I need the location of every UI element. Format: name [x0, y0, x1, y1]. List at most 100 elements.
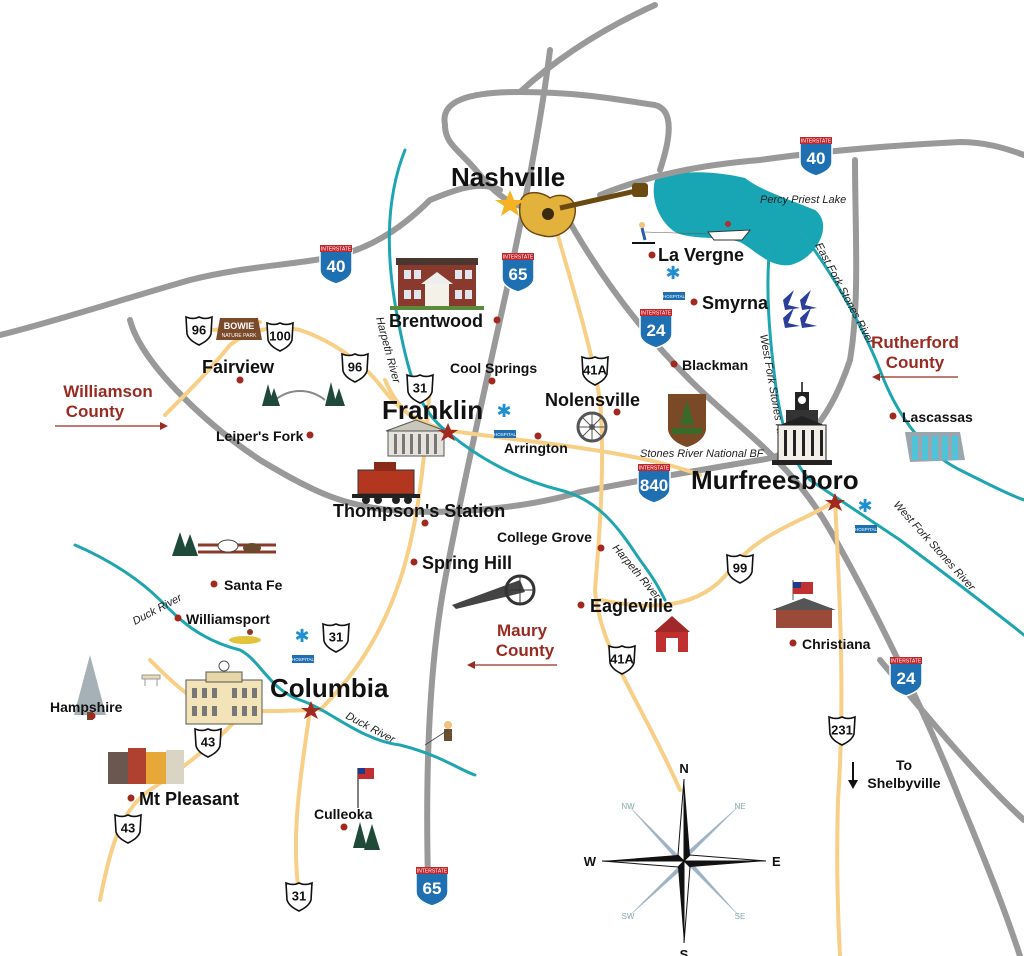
county-label-williamson: Williamson County [55, 382, 168, 430]
svg-text:✱: ✱ [857, 496, 872, 517]
city-dot [789, 639, 797, 647]
star-icon [438, 423, 458, 441]
city-dot [410, 558, 418, 566]
svg-text:✱: ✱ [665, 263, 680, 284]
county-label-line: Rutherford [871, 333, 959, 352]
compass-ne: NE [734, 802, 745, 811]
interstate-shield-40: INTERSTATE 40 [799, 137, 833, 177]
us-route-number: 96 [348, 360, 362, 375]
us-route-shield-99: 99 [726, 553, 754, 584]
interstate-shield-header: INTERSTATE [417, 869, 448, 875]
city-markers [88, 251, 897, 831]
county-label-line: Williamson [63, 382, 153, 401]
us-route-shield-100: 100 [266, 321, 294, 352]
us-route-number: 31 [329, 630, 343, 645]
house-icon [390, 258, 484, 310]
city-label-nashville: Nashville [451, 162, 565, 192]
west-fork-stones-river [766, 243, 1024, 637]
county-label-line: Maury [497, 621, 548, 640]
city-label-brentwood: Brentwood [389, 311, 483, 331]
boat-icon [707, 221, 752, 241]
city-label-hampshire: Hampshire [50, 699, 123, 715]
city-label-lascassas: Lascassas [902, 409, 973, 425]
flag-icon [357, 768, 374, 808]
star-icon [495, 190, 525, 216]
clock-tower-icon [772, 382, 832, 465]
star-icon [301, 701, 321, 719]
us-route-road [293, 708, 312, 902]
us-route-road [163, 326, 447, 432]
barn-icon [654, 616, 690, 652]
us-route-number: 100 [269, 329, 291, 344]
us-route-shield-43: 43 [114, 813, 142, 844]
waterskier-icon [632, 222, 709, 244]
compass-se: SE [735, 912, 746, 921]
christiana-building-icon [772, 580, 836, 628]
city-dot [210, 580, 218, 588]
us-route-road [553, 223, 682, 792]
guitar-icon [518, 183, 648, 238]
us-route-shield-31: 31 [322, 622, 350, 653]
us-route-number: 96 [192, 323, 206, 338]
city-dot [88, 712, 96, 720]
east-fork-stones-river [798, 228, 1024, 502]
bench-icon [141, 674, 161, 686]
dam-icon [905, 432, 965, 462]
hospital-icon: ✱ HOSPITAL [663, 263, 685, 300]
interstate-shield-header: INTERSTATE [801, 139, 832, 145]
interstate-shield-header: INTERSTATE [639, 466, 670, 472]
city-dot [340, 823, 348, 831]
government-building-icon [185, 660, 263, 725]
city-label-culleoka: Culleoka [314, 806, 373, 822]
river-network [73, 148, 1024, 777]
city-dot [597, 544, 605, 552]
city-dot [493, 316, 501, 324]
city-label-college-grove: College Grove [497, 529, 592, 545]
harpeth-river [387, 148, 667, 602]
us-route-shield-41A: 41A [608, 644, 636, 675]
us-route-shield-31: 31 [285, 881, 313, 912]
courthouse-icon [385, 419, 447, 457]
city-label-columbia: Columbia [270, 673, 389, 703]
city-dot [174, 614, 182, 622]
hospital-label: HOSPITAL [663, 294, 685, 299]
jets-icon [783, 290, 817, 328]
city-dot [127, 794, 135, 802]
county-label-line: County [66, 402, 125, 421]
star-icon [825, 493, 845, 511]
interstate-shield-number: 40 [327, 257, 346, 276]
stones-river-nbf-label: Stones River National BF [640, 448, 765, 460]
us-route-number: 43 [201, 735, 215, 750]
svg-text:✱: ✱ [496, 401, 511, 422]
duck-river [73, 543, 477, 777]
park-sign-icon: BOWIE NATURE PARK [216, 318, 262, 340]
storefronts-icon [108, 748, 184, 784]
destination-line: To [896, 757, 912, 773]
lake-label: Percy Priest Lake [760, 194, 846, 206]
interstate-shield-number: 65 [423, 879, 442, 898]
city-label-mt-pleasant: Mt Pleasant [139, 789, 239, 809]
city-label-franklin: Franklin [382, 395, 483, 425]
wagon-wheel-icon [576, 411, 608, 443]
us-route-number: 99 [733, 561, 747, 576]
city-dot [613, 408, 621, 416]
city-dot [421, 519, 429, 527]
city-label-blackman: Blackman [682, 357, 748, 373]
us-route-shield-43: 43 [194, 727, 222, 758]
us-route-road [833, 498, 844, 956]
us-route-number: 31 [413, 381, 427, 396]
city-dot [488, 377, 496, 385]
city-label-murfreesboro: Murfreesboro [691, 465, 859, 495]
compass-s: S [680, 947, 689, 956]
city-dot [534, 432, 542, 440]
interstate-shield-number: 24 [897, 669, 916, 688]
percy-priest-lake [653, 172, 824, 266]
county-label-line: County [886, 353, 945, 372]
interstate-shield-number: 40 [807, 149, 826, 168]
river-label: West Fork Stones River [891, 499, 978, 594]
